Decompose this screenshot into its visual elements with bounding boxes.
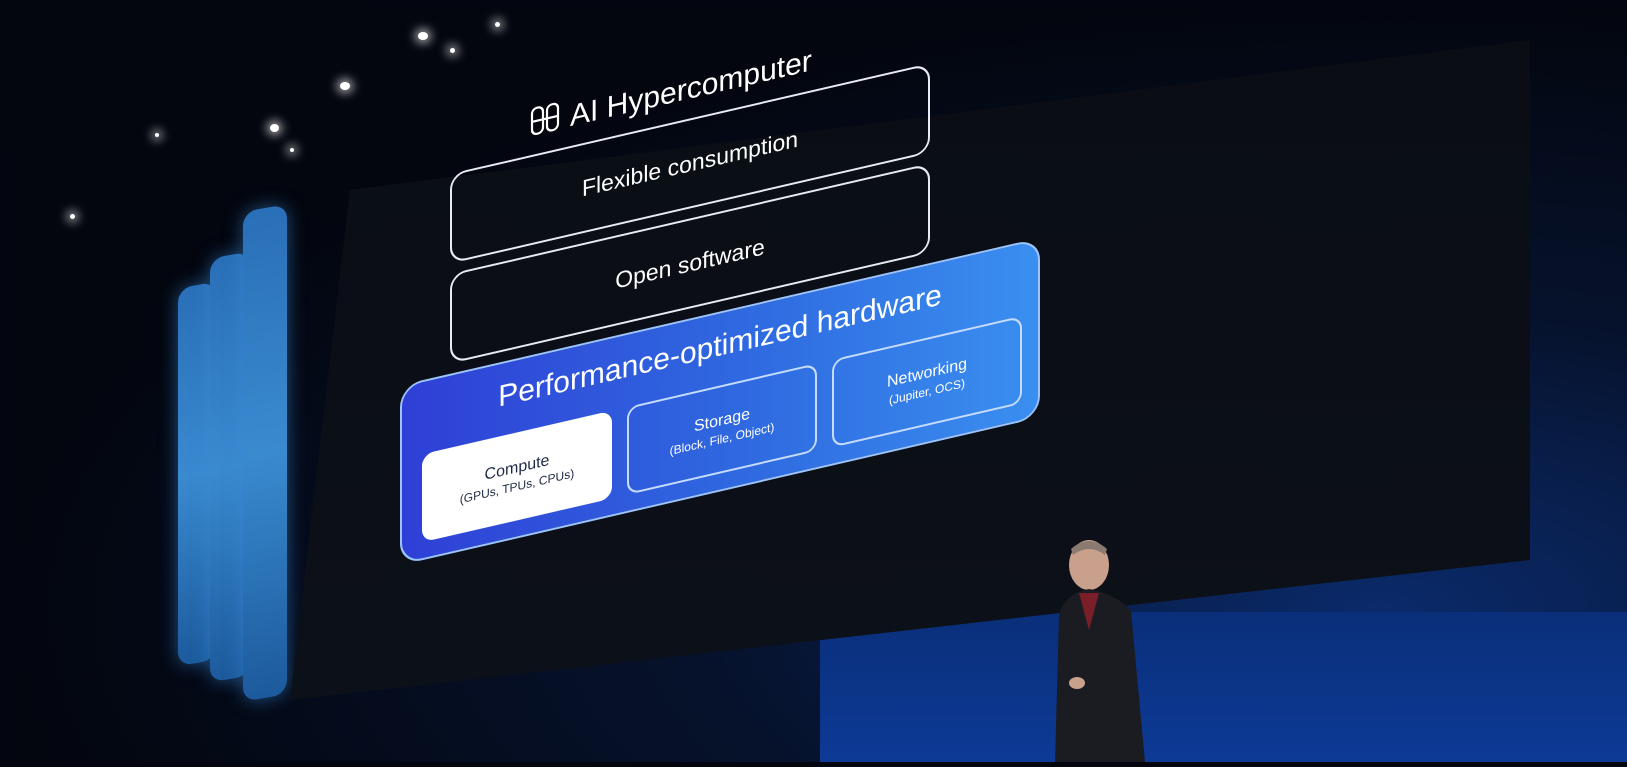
presenter: [1045, 535, 1155, 762]
layer-label: Flexible consumption: [581, 124, 799, 201]
stage-light: [290, 148, 294, 152]
hypercomputer-logo-icon: [530, 100, 560, 145]
hardware-item-networking: Networking (Jupiter, OCS): [832, 315, 1022, 448]
stage-light: [495, 22, 500, 27]
slide-title: AI Hypercomputer: [530, 42, 812, 145]
stage-light: [270, 124, 279, 132]
stage-light: [155, 133, 159, 137]
slide: AI Hypercomputer Flexible consumption Op…: [380, 0, 1100, 590]
stage-light: [340, 82, 350, 90]
stage-floor-glow: [820, 612, 1627, 762]
stage-light: [418, 32, 428, 40]
stage-side-panel: [243, 204, 287, 702]
hardware-item-storage: Storage (Block, File, Object): [627, 363, 817, 495]
stage-light: [70, 214, 75, 219]
hardware-item-compute: Compute (GPUs, TPUs, CPUs): [422, 410, 612, 543]
layer-label: Open software: [615, 232, 765, 294]
stage-light: [450, 48, 455, 53]
